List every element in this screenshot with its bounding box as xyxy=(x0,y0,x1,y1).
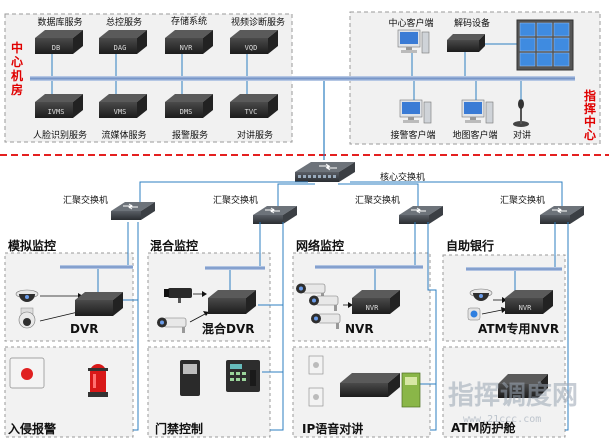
label-core-switch: 核心交换机 xyxy=(380,171,425,183)
bank-pinhole-camera xyxy=(467,307,481,321)
label-dvr: DVR xyxy=(70,322,99,336)
video-wall xyxy=(516,19,574,71)
datacenter-title-group: 中心机房 xyxy=(11,40,23,97)
watermark-url: www.21ccc.com xyxy=(463,414,541,425)
zone-title-intrusion: 入侵报警 xyxy=(8,421,56,436)
uplinks xyxy=(139,181,563,210)
intercom-mic xyxy=(513,99,529,127)
top-services xyxy=(35,30,278,76)
hybrid-dvr-device xyxy=(208,290,256,314)
core-switch xyxy=(295,162,355,182)
voice-board xyxy=(401,372,421,408)
agg-switch-network xyxy=(398,205,444,225)
label-face-service: 人脸识别服务 xyxy=(33,129,87,141)
zone-title-hybrid: 混合监控 xyxy=(150,238,198,253)
alarm-siren xyxy=(88,364,108,397)
label-agg-switch-3: 汇聚交换机 xyxy=(355,194,400,206)
bus-network xyxy=(315,265,423,269)
emergency-button xyxy=(9,357,45,389)
label-hybrid-dvr: 混合DVR xyxy=(202,321,255,336)
chip-network-nvr: NVR xyxy=(366,304,379,312)
agg-switch-analog xyxy=(110,201,156,221)
label-nvr: NVR xyxy=(345,322,374,336)
chip-vms: VMS xyxy=(114,108,127,116)
chip-tvc: TVC xyxy=(245,108,258,116)
main-network-bus xyxy=(30,76,575,81)
label-map-client: 地图客户端 xyxy=(452,129,497,141)
bus-analog xyxy=(60,265,133,269)
zone-title-analog: 模拟监控 xyxy=(8,238,56,253)
label-intercom: 对讲 xyxy=(513,129,531,141)
datacenter-title-vertical: 中心机房 xyxy=(11,40,23,97)
label-vqd-service: 视频诊断服务 xyxy=(231,16,285,28)
command-title-vertical: 指挥中心 xyxy=(584,88,596,142)
bottom-services xyxy=(35,81,278,118)
chip-dag: DAG xyxy=(114,44,127,52)
dvr-device xyxy=(75,292,123,316)
zone-title-bank: 自助银行 xyxy=(446,238,494,253)
analog-ptz-camera xyxy=(18,307,36,329)
label-agg-switch-4: 汇聚交换机 xyxy=(500,194,545,206)
agg-switch-hybrid xyxy=(252,205,298,225)
label-agg-switch-1: 汇聚交换机 xyxy=(63,194,108,206)
label-dispatch-client: 接警客户端 xyxy=(390,129,435,141)
chip-vqd: VQD xyxy=(245,44,258,52)
chip-db: DB xyxy=(52,44,60,52)
ip-speaker-2 xyxy=(308,387,324,407)
chip-nvr: NVR xyxy=(180,44,193,52)
label-storage-system: 存储系统 xyxy=(171,15,207,27)
label-master-service: 总控服务 xyxy=(106,16,142,28)
label-center-client: 中心客户端 xyxy=(388,17,433,29)
label-atm-nvr: ATM专用NVR xyxy=(478,321,559,336)
label-decoder: 解码设备 xyxy=(454,17,490,29)
ip-speaker-1 xyxy=(308,355,324,375)
label-agg-switch-2: 汇聚交换机 xyxy=(213,194,258,206)
bus-bank xyxy=(466,267,562,271)
zone-title-atm: ATM防护舱 xyxy=(451,420,516,435)
label-media-service: 流媒体服务 xyxy=(101,129,146,141)
zone-title-voice: IP语音对讲 xyxy=(302,421,363,436)
label-alarm-service: 报警服务 xyxy=(172,129,208,141)
chip-atm-nvr: NVR xyxy=(519,304,532,312)
chip-dms: DMS xyxy=(180,108,193,116)
command-title-group: 指挥中心 xyxy=(584,88,596,142)
decoder-device xyxy=(447,34,485,52)
agg-switch-bank xyxy=(539,205,585,225)
label-db-service: 数据库服务 xyxy=(37,16,82,28)
voice-terminal xyxy=(340,373,400,397)
bus-hybrid xyxy=(205,266,265,270)
atm-booth-controller xyxy=(498,374,548,398)
watermark-text: 指挥调度网 xyxy=(448,380,578,411)
chip-ivms: IVMS xyxy=(48,108,65,116)
zone-title-access: 门禁控制 xyxy=(155,421,203,436)
access-controller xyxy=(226,360,260,392)
label-talk-service: 对讲服务 xyxy=(237,129,273,141)
card-reader xyxy=(180,360,200,396)
agg-drops xyxy=(97,222,569,431)
zone-title-network: 网络监控 xyxy=(296,238,344,253)
